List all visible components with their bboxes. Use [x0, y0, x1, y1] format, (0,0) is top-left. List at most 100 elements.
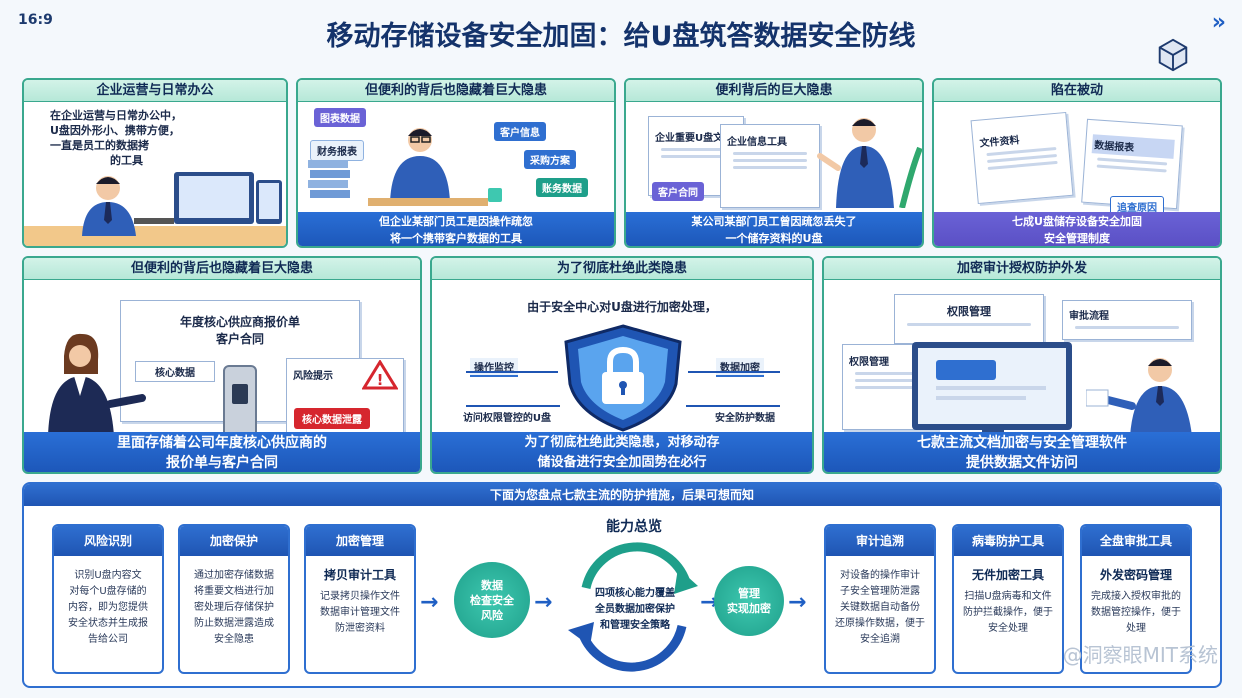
card-line: 子安全管理防泄露 — [840, 586, 920, 597]
panel-hidden-risk: 但便利的背后也隐藏着巨大隐患 图表数据 财务报表 客户信息 采购方案 账务数据 … — [296, 78, 616, 248]
card-text: 对设备的操作审计 子安全管理防泄露 关键数据自动备份 还原操作数据，便于 安全追… — [826, 556, 934, 648]
caption-line: 七款主流文档加密与安全管理软件 — [917, 435, 1127, 451]
card-line: 数据管控操作，便于 — [1091, 607, 1181, 618]
panel-encryption-audit: 加密审计授权防护外发 权限管理 审批流程 权限管理 — [822, 256, 1222, 474]
card-title: 病毒防护工具 — [954, 526, 1062, 556]
intro-line: U盘因外形小、携带方便， — [50, 124, 180, 137]
circle-management: 管理 实现加密 — [714, 566, 784, 636]
tag-customer-contract: 客户合同 — [652, 182, 704, 201]
card-line: 扫描U盘病毒和文件 — [964, 591, 1052, 602]
card-line: 数据审计管理文件 — [320, 607, 400, 618]
panel-daily-office: 企业运营与日常办公 在企业运营与日常办公中， U盘因外形小、携带方便， 一直是员… — [22, 78, 288, 248]
panel-caption: 但企业某部门员工是因操作疏忽 将一个携带客户数据的工具 — [298, 212, 614, 246]
card-title: 风险识别 — [54, 526, 162, 556]
left-tag-access: 访问权限管控的U盘 — [462, 413, 552, 424]
card-text: 扫描U盘病毒和文件 防护拦截操作，便于 安全处理 — [954, 583, 1062, 637]
card-encryption-management[interactable]: 加密管理 拷贝审计工具 记录拷贝操作文件 数据审计管理文件 防泄密资料 — [304, 524, 416, 674]
panel-caption: 七成U盘储存设备安全加固 安全管理制度 — [934, 212, 1220, 246]
card-line: 内容，即为您提供 — [68, 602, 148, 613]
caption-line: 将一个携带客户数据的工具 — [390, 232, 522, 245]
office-worker-illustration — [24, 172, 286, 246]
card-line: 将重要文档进行加 — [194, 586, 274, 597]
card-title: 加密管理 — [306, 526, 414, 556]
usb-drive-icon — [223, 365, 257, 439]
center-line: 四项核心能力覆盖 — [595, 588, 675, 599]
card-line: 识别U盘内容文 — [74, 570, 142, 581]
businesswoman-illustration — [48, 333, 146, 436]
card-title: 审计追溯 — [826, 526, 934, 556]
doc-title: 权限管理 — [947, 305, 991, 318]
caption-line: 安全管理制度 — [1044, 232, 1110, 245]
card-subtitle: 无件加密工具 — [971, 568, 1044, 582]
card-title: 加密保护 — [180, 526, 288, 556]
panel-caption: 某公司某部门员工曾因疏忽丢失了 一个储存资料的U盘 — [626, 212, 922, 246]
caption-line: 里面存储着公司年度核心供应商的 — [117, 435, 327, 451]
watermark: @洞察眼MIT系统 — [1062, 643, 1218, 667]
arrow-right-icon: → — [420, 590, 439, 615]
card-line: 密处理后存储保护 — [194, 602, 274, 613]
section-title: 下面为您盘点七款主流的防护措施，后果可想而知 — [24, 484, 1220, 506]
panel-convenience-risk: 便利背后的巨大隐患 企业重要U盘文件 企业信息工具 客户合同 某公司某部门员工曾… — [624, 78, 924, 248]
chevron-right-icon[interactable]: » — [1211, 10, 1226, 35]
card-line: 关键数据自动备份 — [840, 602, 920, 613]
analyst-illustration — [308, 128, 502, 206]
card-virus-protection[interactable]: 病毒防护工具 无件加密工具 扫描U盘病毒和文件 防护拦截操作，便于 安全处理 — [952, 524, 1064, 674]
caption-line: 一个储存资料的U盘 — [725, 232, 823, 245]
card-subtitle: 拷贝审计工具 — [323, 568, 396, 582]
arrow-right-icon: → — [788, 590, 807, 615]
leak-tag: 核心数据泄露 — [294, 408, 370, 429]
center-line: 和管理安全策略 — [600, 620, 670, 631]
card-line: 安全隐患 — [214, 634, 254, 645]
svg-text:!: ! — [377, 371, 384, 389]
panel-title: 便利背后的巨大隐患 — [626, 80, 922, 102]
card-full-disk-approval[interactable]: 全盘审批工具 外发密码管理 完成接入授权审批的 数据管控操作，便于 处理 — [1080, 524, 1192, 674]
doc-field: 核心数据 — [135, 361, 215, 382]
arrow-right-icon: → — [534, 590, 553, 615]
doc-title: 数据报表 — [1091, 134, 1175, 159]
document-card: 权限管理 — [894, 294, 1044, 344]
card-line: 防护拦截操作，便于 — [963, 607, 1053, 618]
panel-caption: 为了彻底杜绝此类隐患，对移动存 储设备进行安全加固势在必行 — [432, 432, 812, 472]
card-encryption-protection[interactable]: 加密保护 通过加密存储数据 将重要文档进行加 密处理后存储保护 防止数据泄露造成… — [178, 524, 290, 674]
document-card: 文件资料 — [970, 111, 1074, 205]
card-line: 对设备的操作审计 — [840, 570, 920, 581]
card-line: 完成接入授权审批的 — [1091, 591, 1181, 602]
center-line: 全员数据加密保护 — [595, 604, 675, 615]
intro-line: 一直是员工的数据拷 — [50, 139, 149, 152]
lead-text: 由于安全中心对U盘进行加密处理， — [527, 300, 717, 314]
cycle-arrows-icon — [568, 542, 698, 672]
caption-line: 七成U盘储存设备安全加固 — [1012, 215, 1142, 228]
center-capability-text: 四项核心能力覆盖 全员数据加密保护 和管理安全策略 — [574, 586, 696, 634]
doc-title: 企业信息工具 — [727, 137, 787, 148]
caption-line: 为了彻底杜绝此类隐患，对移动存 — [524, 435, 720, 450]
card-text: 识别U盘内容文 对每个U盘存储的 内容，即为您提供 安全状态并生成报 告给公司 — [54, 556, 162, 648]
panel-caption: 里面存储着公司年度核心供应商的 报价单与客户合同 — [24, 432, 420, 472]
panel-passive: 陷在被动 文件资料 数据报表 追查原因 七成U盘储存设备安全加固 安全管理制度 — [932, 78, 1222, 248]
card-line: 防止数据泄露造成 — [194, 618, 274, 629]
circle-line: 管理 — [738, 587, 760, 600]
circle-line: 风险 — [481, 608, 503, 622]
caption-line: 提供数据文件访问 — [966, 455, 1078, 471]
card-risk-identification[interactable]: 风险识别 识别U盘内容文 对每个U盘存储的 内容，即为您提供 安全状态并生成报 … — [52, 524, 164, 674]
card-line: 通过加密存储数据 — [194, 570, 274, 581]
tag-customer-info: 客户信息 — [494, 122, 546, 141]
panel-title: 加密审计授权防护外发 — [824, 258, 1220, 280]
card-subtitle: 外发密码管理 — [1099, 568, 1172, 582]
tag-chart-data: 图表数据 — [314, 108, 366, 127]
panel-title: 为了彻底杜绝此类隐患 — [432, 258, 812, 280]
card-text: 记录拷贝操作文件 数据审计管理文件 防泄密资料 — [306, 583, 414, 637]
panel-eliminate-risk: 为了彻底杜绝此类隐患 由于安全中心对U盘进行加密处理， 操作监控 访问权限管控的… — [430, 256, 814, 474]
card-line: 安全处理 — [988, 623, 1028, 634]
connector-lines — [466, 371, 780, 407]
doc-title: 权限管理 — [849, 357, 889, 368]
card-audit-trace[interactable]: 审计追溯 对设备的操作审计 子安全管理防泄露 关键数据自动备份 还原操作数据，便… — [824, 524, 936, 674]
doc-title: 企业重要U盘文件 — [655, 133, 734, 144]
warning-text: 风险提示 — [293, 371, 333, 382]
circle-data-check: 数据 检查安全 风险 — [454, 562, 530, 638]
panel-title: 但便利的背后也隐藏着巨大隐患 — [24, 258, 420, 280]
card-line: 记录拷贝操作文件 — [320, 591, 400, 602]
caption-line: 某公司某部门员工曾因疏忽丢失了 — [691, 215, 857, 228]
caption-line: 储设备进行安全加固势在必行 — [537, 455, 707, 470]
doc-title: 年度核心供应商报价单 — [179, 315, 300, 329]
card-line: 告给公司 — [88, 634, 128, 645]
